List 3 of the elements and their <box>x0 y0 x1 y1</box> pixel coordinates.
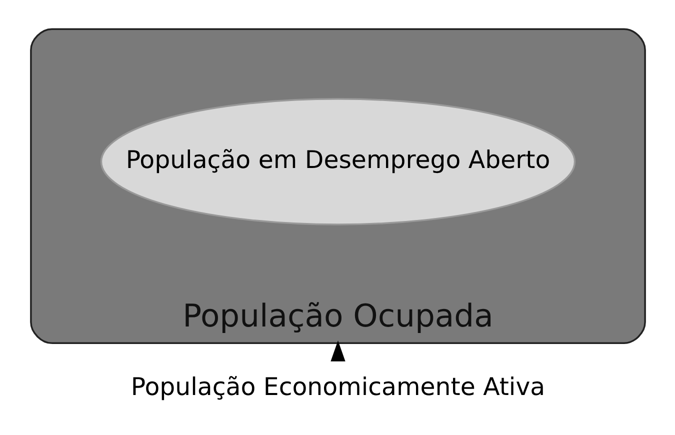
node-text: População Economicamente Ativa <box>130 372 545 401</box>
node-ellipse: População em Desemprego Aberto <box>100 98 576 226</box>
arrow <box>330 340 345 362</box>
